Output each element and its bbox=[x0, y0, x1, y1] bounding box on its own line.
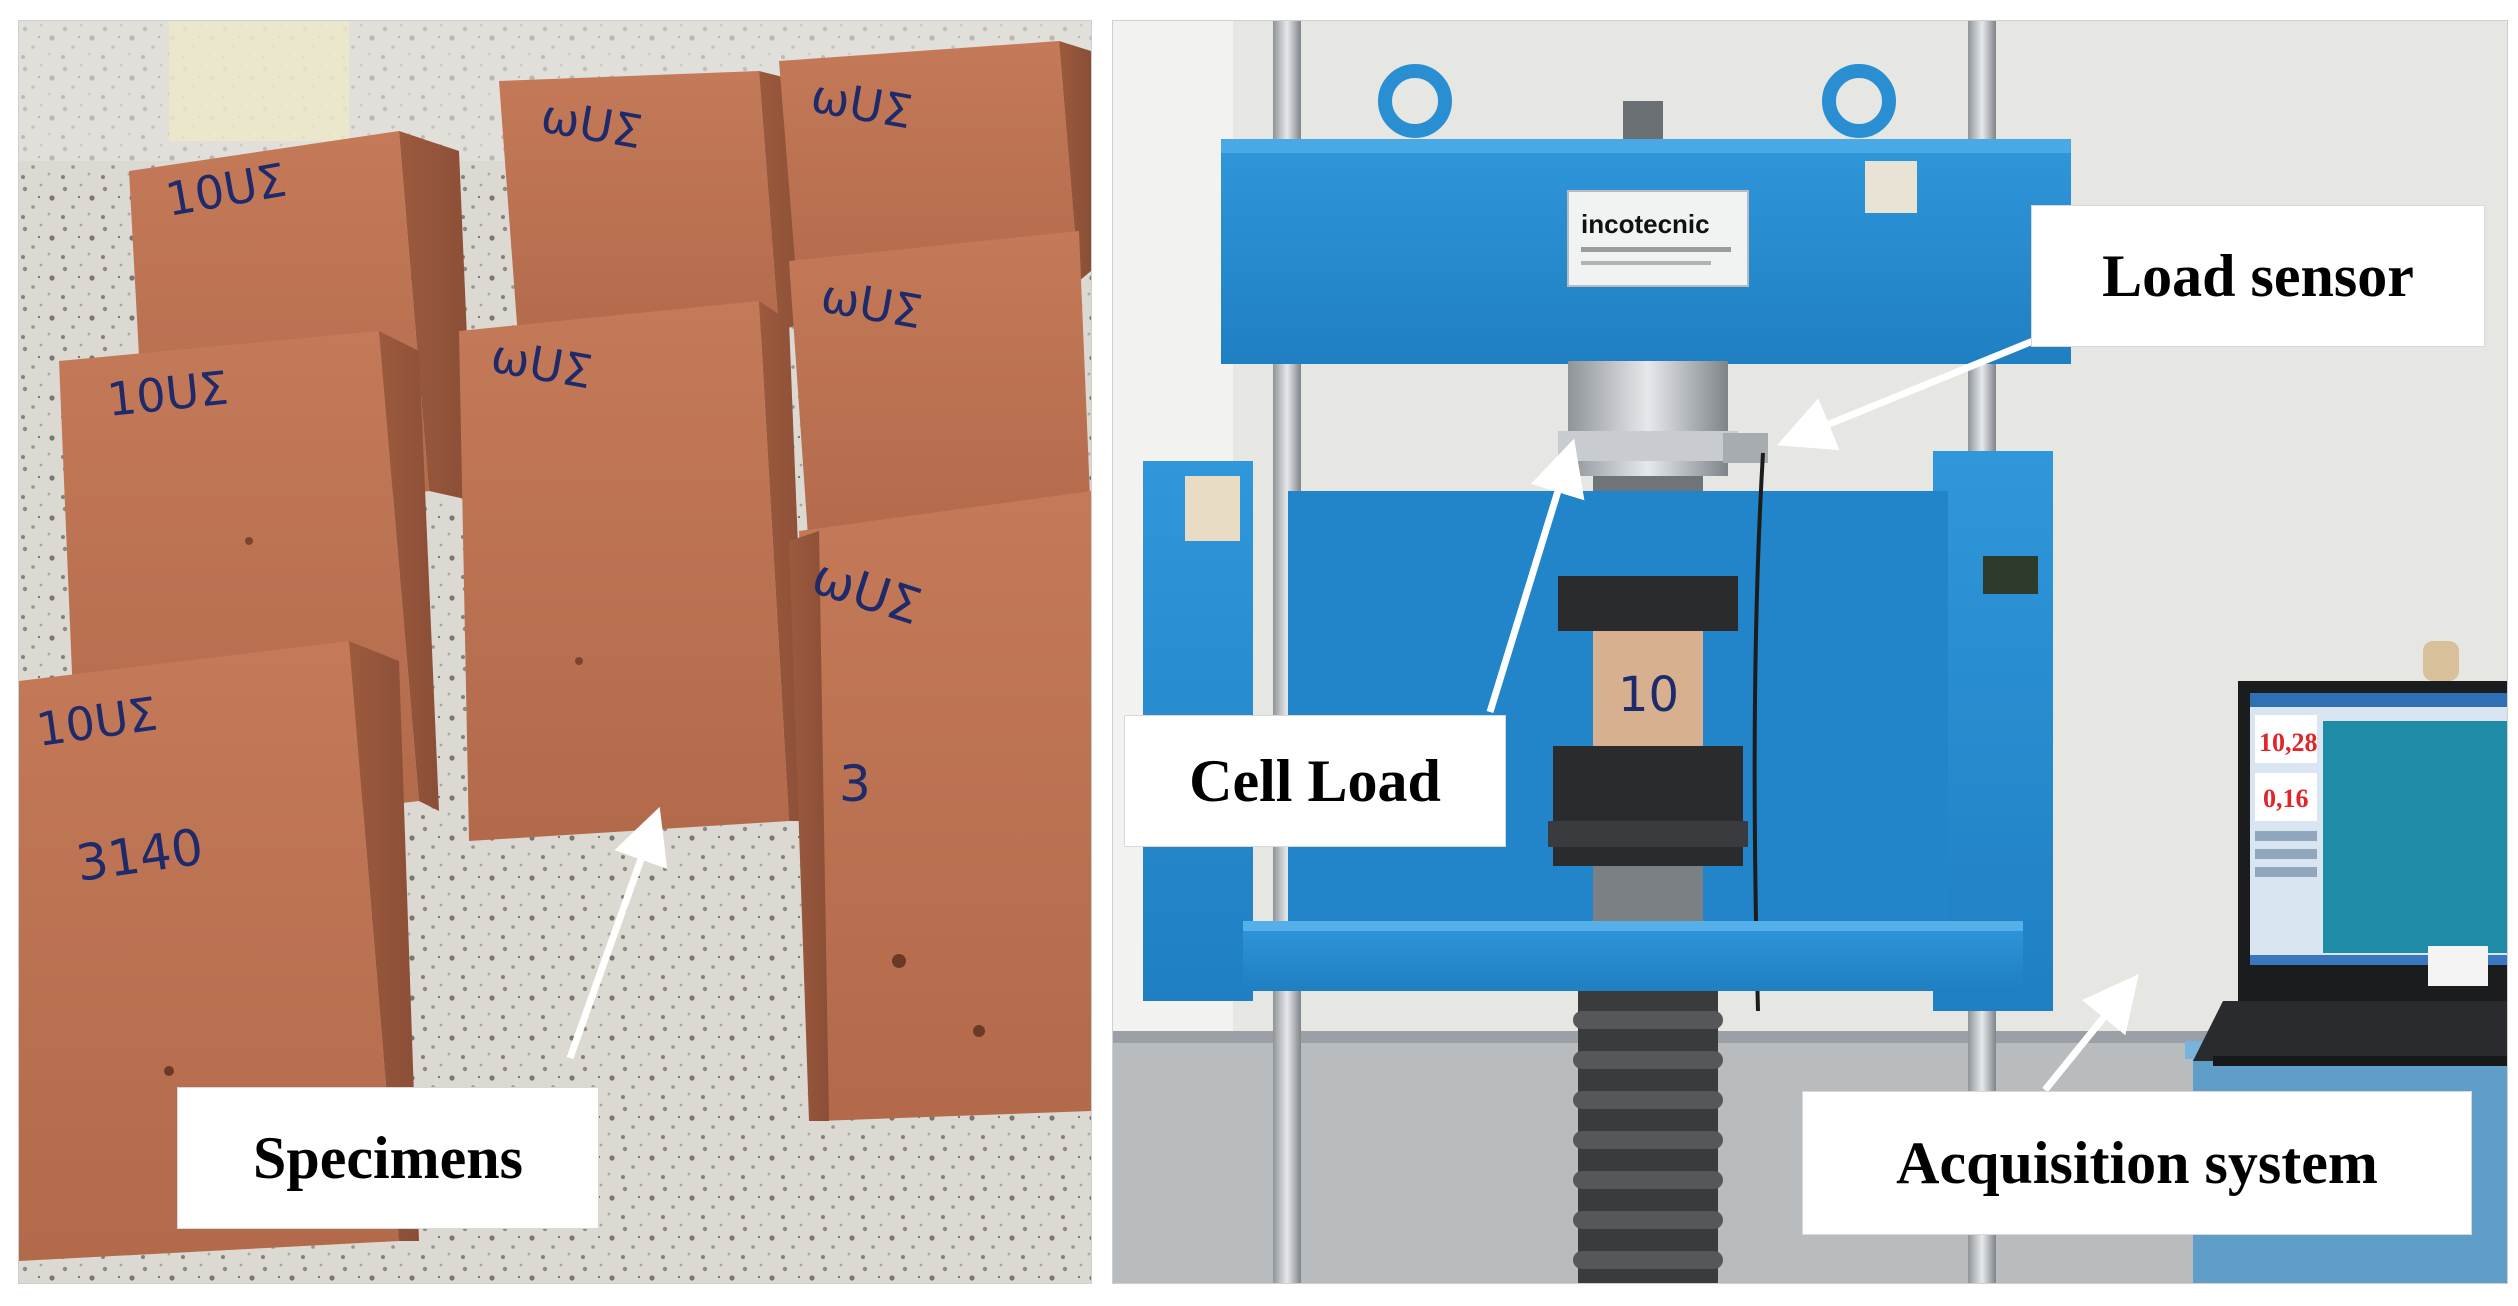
machine-brand: incotecnic bbox=[1581, 209, 1710, 239]
load-sensor-label: Load sensor bbox=[2032, 206, 2484, 346]
svg-text:3: 3 bbox=[839, 755, 871, 813]
svg-text:10UΣ: 10UΣ bbox=[105, 361, 231, 427]
testing-machine-drawing: incotecnic 10 bbox=[1113, 21, 2507, 1283]
specimens-photo-drawing: 10UΣ ωUΣ ωUΣ 10UΣ ωUΣ ωUΣ ωUΣ 10UΣ 3 314… bbox=[19, 21, 1091, 1283]
testing-machine-photo: incotecnic 10 bbox=[1112, 20, 2508, 1284]
specimens-label: Specimens bbox=[178, 1088, 598, 1228]
specimen-mark: 10 bbox=[1618, 667, 1679, 723]
cell-load-label: Cell Load bbox=[1125, 716, 1505, 846]
screen-reading-1: 10,28 bbox=[2259, 728, 2318, 757]
screen-reading-2: 0,16 bbox=[2263, 784, 2309, 813]
acquisition-system-label: Acquisition system bbox=[1803, 1092, 2471, 1234]
specimens-photo: 10UΣ ωUΣ ωUΣ 10UΣ ωUΣ ωUΣ ωUΣ 10UΣ 3 314… bbox=[18, 20, 1092, 1284]
